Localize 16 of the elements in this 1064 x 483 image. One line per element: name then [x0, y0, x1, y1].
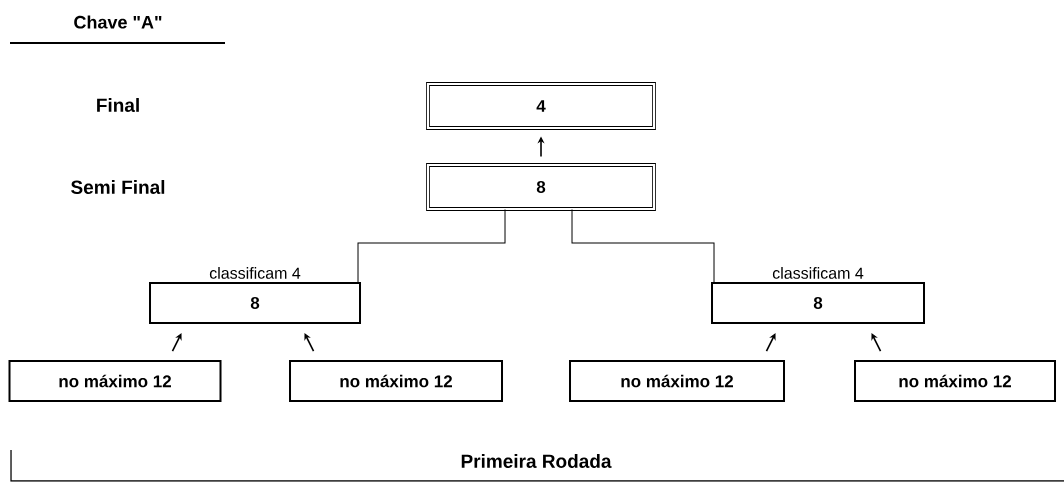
title: Chave "A": [74, 15, 162, 29]
node-label: classificam 4: [209, 267, 301, 279]
box: 8 classificam 4: [711, 267, 925, 324]
double-bordered-box: 8: [426, 163, 656, 211]
node-label: classificam 4: [772, 267, 864, 279]
stage-label: Final: [97, 98, 139, 112]
double-bordered-box: 4: [426, 82, 656, 130]
connector-line: [571, 208, 715, 283]
box: no máximo 12: [854, 360, 1056, 402]
stage-label: Primeira Rodada: [461, 454, 612, 468]
stage-label: Semi Final: [71, 180, 165, 194]
box: no máximo 12: [8, 360, 222, 402]
connector-line: [357, 208, 506, 283]
box: no máximo 12: [289, 360, 503, 402]
box: no máximo 12: [569, 360, 785, 402]
box: 8 classificam 4: [149, 267, 361, 324]
